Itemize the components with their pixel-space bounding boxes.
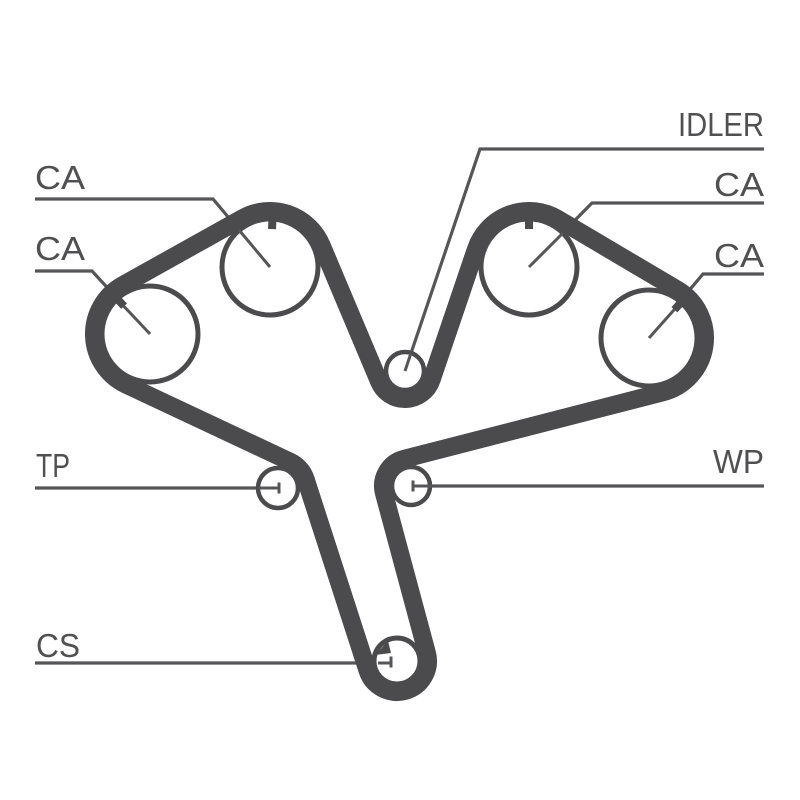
label-cs: CS	[36, 627, 80, 664]
timing-mark-ca-left-inner	[267, 216, 277, 230]
diagram-graphics	[35, 147, 764, 701]
timing-belt	[85, 202, 714, 701]
label-wp: WP	[713, 443, 764, 480]
label-ca-left-inner: CA	[35, 159, 85, 196]
cs-rotation-arrow-icon	[375, 641, 391, 655]
label-ca-right-outer: CA	[714, 237, 764, 274]
label-ca-left-outer: CA	[35, 230, 85, 267]
label-idler: IDLER	[678, 106, 764, 143]
radial-line-ca-left-inner	[237, 229, 272, 268]
label-tp: TP	[36, 447, 70, 484]
radial-line-idler	[403, 352, 413, 372]
diagram-labels: CA CA IDLER CA CA TP WP CS	[35, 106, 764, 664]
leader-line-idler	[403, 147, 764, 372]
label-ca-right-inner: CA	[714, 166, 764, 203]
radial-line-ca-right-inner	[527, 231, 565, 269]
pulley-cs	[371, 635, 423, 687]
timing-mark-ca-left-outer	[112, 294, 128, 309]
timing-mark-ca-right-outer	[671, 298, 686, 313]
